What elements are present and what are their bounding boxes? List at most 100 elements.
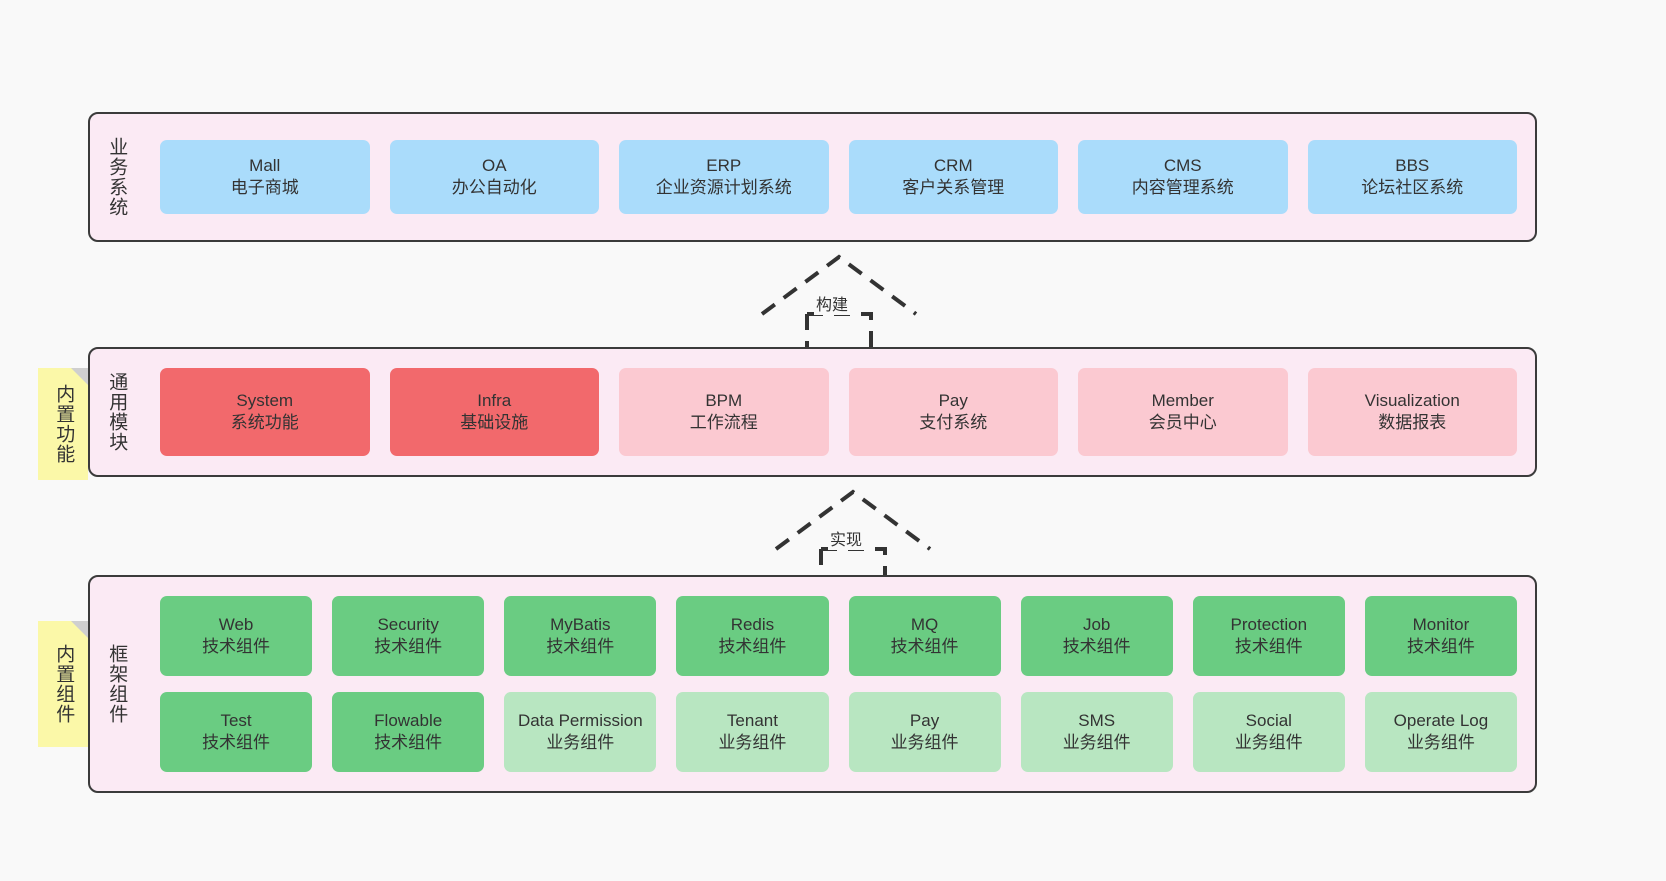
card-system[interactable]: System 系统功能 (160, 368, 370, 456)
card-bbs[interactable]: BBS 论坛社区系统 (1307, 140, 1517, 214)
card-data-permission-en: Data Permission (517, 710, 643, 730)
card-member-cn: 会员中心 (1148, 413, 1217, 432)
card-redis-cn: 技术组件 (718, 637, 787, 656)
card-social[interactable]: Social 业务组件 (1192, 692, 1345, 772)
note-builtin-features-label: 内置功能 (53, 384, 75, 464)
card-web[interactable]: Web 技术组件 (160, 596, 313, 676)
card-flowable-cn: 技术组件 (374, 733, 443, 752)
card-pay-module[interactable]: Pay 支付系统 (848, 368, 1058, 456)
card-mq-en: MQ (910, 614, 939, 634)
card-mall[interactable]: Mall 电子商城 (160, 140, 370, 214)
card-operate-log-cn: 业务组件 (1406, 733, 1475, 752)
card-protection-cn: 技术组件 (1234, 637, 1303, 656)
card-visualization-en: Visualization (1364, 390, 1460, 410)
card-sms[interactable]: SMS 业务组件 (1020, 692, 1173, 772)
card-bbs-en: BBS (1395, 155, 1430, 175)
card-visualization-cn: 数据报表 (1378, 413, 1447, 432)
build-arrow-shaft-right (807, 312, 873, 347)
card-system-en: System (236, 390, 294, 410)
card-flowable[interactable]: Flowable 技术组件 (332, 692, 485, 772)
card-security[interactable]: Security 技术组件 (332, 596, 485, 676)
implement-arrow-label: 实现 (828, 526, 865, 550)
card-test-cn: 技术组件 (202, 733, 271, 752)
card-mybatis-cn: 技术组件 (546, 637, 615, 656)
card-cms-cn: 内容管理系统 (1131, 178, 1234, 197)
business-card-row: Mall 电子商城 OA 办公自动化 ERP 企业资源计划系统 CRM 客户关系… (150, 140, 1527, 214)
note-builtin-components: 内置组件 (38, 621, 88, 747)
card-infra-en: Infra (477, 390, 512, 410)
generalization-arrow-build: 构建 (752, 252, 927, 347)
card-oa[interactable]: OA 办公自动化 (389, 140, 599, 214)
build-arrow-svg (760, 254, 918, 347)
card-redis[interactable]: Redis 技术组件 (676, 596, 829, 676)
card-member[interactable]: Member 会员中心 (1078, 368, 1288, 456)
card-flowable-en: Flowable (374, 710, 443, 730)
card-crm[interactable]: CRM 客户关系管理 (848, 140, 1058, 214)
card-pay-module-cn: 支付系统 (919, 413, 988, 432)
card-tenant[interactable]: Tenant 业务组件 (676, 692, 829, 772)
card-bpm-en: BPM (705, 390, 743, 410)
card-monitor[interactable]: Monitor 技术组件 (1364, 596, 1517, 676)
card-erp[interactable]: ERP 企业资源计划系统 (619, 140, 829, 214)
card-oa-cn: 办公自动化 (451, 178, 537, 197)
card-social-en: Social (1245, 710, 1292, 730)
card-cms[interactable]: CMS 内容管理系统 (1078, 140, 1288, 214)
card-pay-component[interactable]: Pay 业务组件 (848, 692, 1001, 772)
card-job[interactable]: Job 技术组件 (1020, 596, 1173, 676)
card-security-en: Security (377, 614, 439, 634)
card-sms-en: SMS (1078, 710, 1116, 730)
card-infra[interactable]: Infra 基础设施 (389, 368, 599, 456)
layer-common-modules-title: 通用模块 (106, 372, 128, 452)
layer-framework-components: 框架组件 Web 技术组件 Security 技术组件 MyBatis 技术组件… (88, 575, 1537, 793)
card-pay-module-en: Pay (938, 390, 968, 410)
card-oa-en: OA (481, 155, 507, 175)
card-mq-cn: 技术组件 (890, 637, 959, 656)
card-sms-cn: 业务组件 (1062, 733, 1131, 752)
card-redis-en: Redis (730, 614, 775, 634)
card-erp-cn: 企业资源计划系统 (655, 178, 792, 197)
implement-arrow-svg (774, 489, 932, 582)
card-web-en: Web (218, 614, 254, 634)
card-mall-en: Mall (249, 155, 281, 175)
card-crm-en: CRM (933, 155, 973, 175)
card-test[interactable]: Test 技术组件 (160, 692, 313, 772)
card-operate-log-en: Operate Log (1393, 710, 1489, 730)
card-tenant-en: Tenant (726, 710, 778, 730)
common-card-row: System 系统功能 Infra 基础设施 BPM 工作流程 Pay 支付系统… (150, 368, 1527, 456)
build-arrow-label: 构建 (814, 291, 851, 315)
card-monitor-en: Monitor (1412, 614, 1470, 634)
card-pay-component-cn: 业务组件 (890, 733, 959, 752)
card-protection[interactable]: Protection 技术组件 (1192, 596, 1345, 676)
card-cms-en: CMS (1163, 155, 1202, 175)
build-arrowhead (760, 254, 918, 316)
card-security-cn: 技术组件 (374, 637, 443, 656)
card-operate-log[interactable]: Operate Log 业务组件 (1364, 692, 1517, 772)
layer-business-systems-body: Mall 电子商城 OA 办公自动化 ERP 企业资源计划系统 CRM 客户关系… (142, 114, 1535, 240)
note-builtin-features: 内置功能 (38, 368, 88, 480)
card-bpm[interactable]: BPM 工作流程 (619, 368, 829, 456)
card-system-cn: 系统功能 (230, 413, 299, 432)
card-job-cn: 技术组件 (1062, 637, 1131, 656)
card-visualization[interactable]: Visualization 数据报表 (1307, 368, 1517, 456)
card-protection-en: Protection (1230, 614, 1308, 634)
card-bpm-cn: 工作流程 (689, 413, 758, 432)
card-social-cn: 业务组件 (1234, 733, 1303, 752)
card-mybatis[interactable]: MyBatis 技术组件 (504, 596, 657, 676)
implement-arrowhead (774, 489, 932, 551)
card-erp-en: ERP (706, 155, 742, 175)
card-data-permission[interactable]: Data Permission 业务组件 (504, 692, 657, 772)
layer-business-systems: 业务系统 Mall 电子商城 OA 办公自动化 ERP 企业资源计划系统 CRM… (88, 112, 1537, 242)
layer-framework-components-body: Web 技术组件 Security 技术组件 MyBatis 技术组件 Redi… (142, 577, 1535, 791)
card-pay-component-en: Pay (909, 710, 940, 730)
card-crm-cn: 客户关系管理 (902, 178, 1005, 197)
card-mq[interactable]: MQ 技术组件 (848, 596, 1001, 676)
card-data-permission-cn: 业务组件 (546, 733, 615, 752)
card-mybatis-en: MyBatis (550, 614, 611, 634)
card-monitor-cn: 技术组件 (1406, 637, 1475, 656)
layer-framework-components-title: 框架组件 (106, 644, 128, 724)
card-test-en: Test (220, 710, 252, 730)
card-infra-cn: 基础设施 (460, 413, 529, 432)
card-tenant-cn: 业务组件 (718, 733, 787, 752)
card-bbs-cn: 论坛社区系统 (1361, 178, 1464, 197)
